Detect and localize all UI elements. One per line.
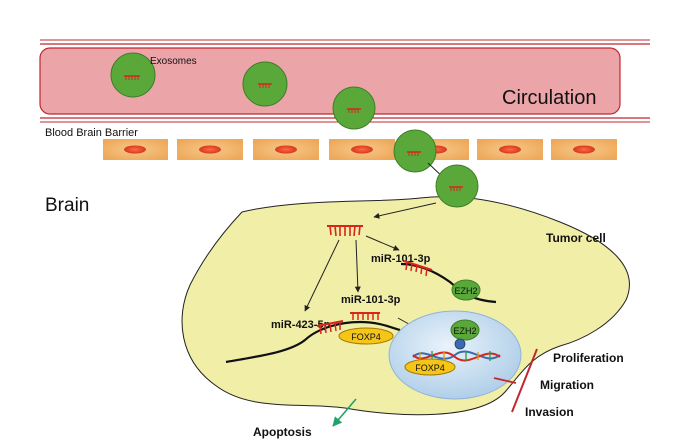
methyl-group-icon [454,338,466,350]
foxp4-protein [338,327,394,345]
foxp4-nuc-label: FOXP4 [415,363,445,373]
mirna-icon [347,108,361,113]
dna-helix-icon [412,350,501,362]
endothelial-cell [253,139,319,160]
exosome [332,86,376,130]
proliferation-label: Proliferation [553,351,624,365]
mirna-icon [449,186,463,191]
exosome [393,129,437,173]
arrow-to-mir423 [304,239,340,312]
mirna-icon [124,75,140,80]
exosome [435,164,479,208]
arrow-to-mir101-top [365,235,400,251]
exosome [110,52,156,98]
mirna-icon [407,151,421,156]
mir423-label: miR-423-5p [271,319,331,331]
tumor-cell-label: Tumor cell [546,231,606,245]
inhibition-bracket [493,348,538,413]
apoptosis-arrow [332,398,357,427]
ezh2-nuclear-protein [450,319,480,341]
mirna-binding-site [400,260,497,304]
mirna-binding-site [350,312,380,320]
release-arrow [373,202,437,219]
foxp4-cyto-label: FOXP4 [351,332,381,342]
endothelial-cell [103,139,168,160]
arrow-to-mir101-mid [354,239,361,293]
ezh2-cyto-label: EZH2 [454,286,477,296]
endothelial-cell [551,139,617,160]
vessel-lumen [39,47,621,115]
bbb-label: Blood Brain Barrier [45,127,138,139]
endothelial-cell-row [103,139,617,160]
mirna-binding-site [316,320,344,335]
exosomes-label: Exosomes [150,56,197,67]
mirna-icon [258,83,272,88]
foxp4-nuclear-protein [404,358,456,376]
invasion-label: Invasion [525,405,574,419]
migration-label: Migration [540,378,594,392]
circulation-label: Circulation [502,87,596,109]
endothelial-cell [477,139,543,160]
endothelial-cell [177,139,243,160]
mrna-strand [225,320,401,364]
endothelial-cell [329,139,395,160]
mir101-top-label: miR-101-3p [371,253,431,265]
apoptosis-label: Apoptosis [253,425,312,439]
ezh2-nuc-label: EZH2 [453,326,476,336]
brain-label: Brain [45,195,89,216]
exosome [242,61,288,107]
ezh2-protein [451,279,481,301]
mir101-mid-label: miR-101-3p [341,294,401,306]
mirna-cluster [327,225,363,237]
